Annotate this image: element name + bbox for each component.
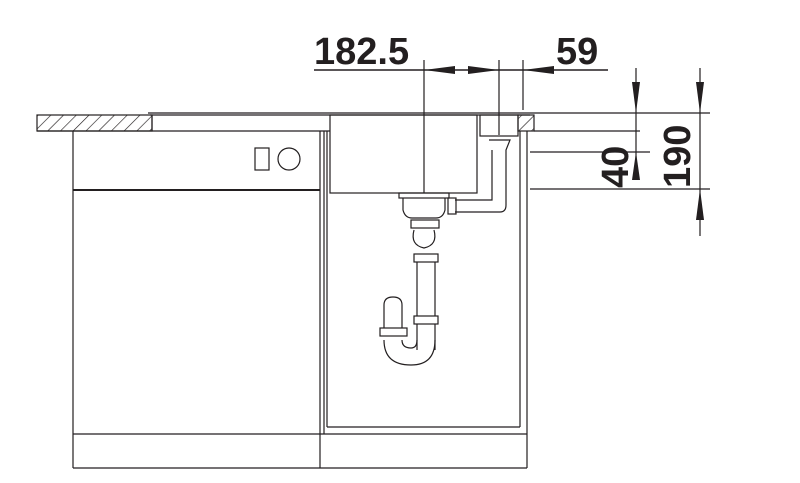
control-button-icon: [254, 147, 270, 171]
dimension-label-depth-40: 40: [595, 146, 637, 188]
dishwasher: [72, 131, 527, 469]
dimension-arrows: [424, 66, 704, 220]
dimension-lines: [314, 60, 710, 236]
countertop: [36, 112, 640, 132]
dimension-label-depth-190: 190: [657, 125, 699, 188]
dimension-label-bowl-offset: 182.5: [314, 31, 409, 73]
dimension-label-overflow-offset: 59: [556, 31, 598, 73]
waste-outlet: [398, 192, 450, 229]
base-cabinet: [320, 131, 528, 468]
overflow-pipe: [447, 139, 511, 215]
control-knob-icon: [277, 147, 301, 171]
p-trap: [379, 229, 439, 366]
